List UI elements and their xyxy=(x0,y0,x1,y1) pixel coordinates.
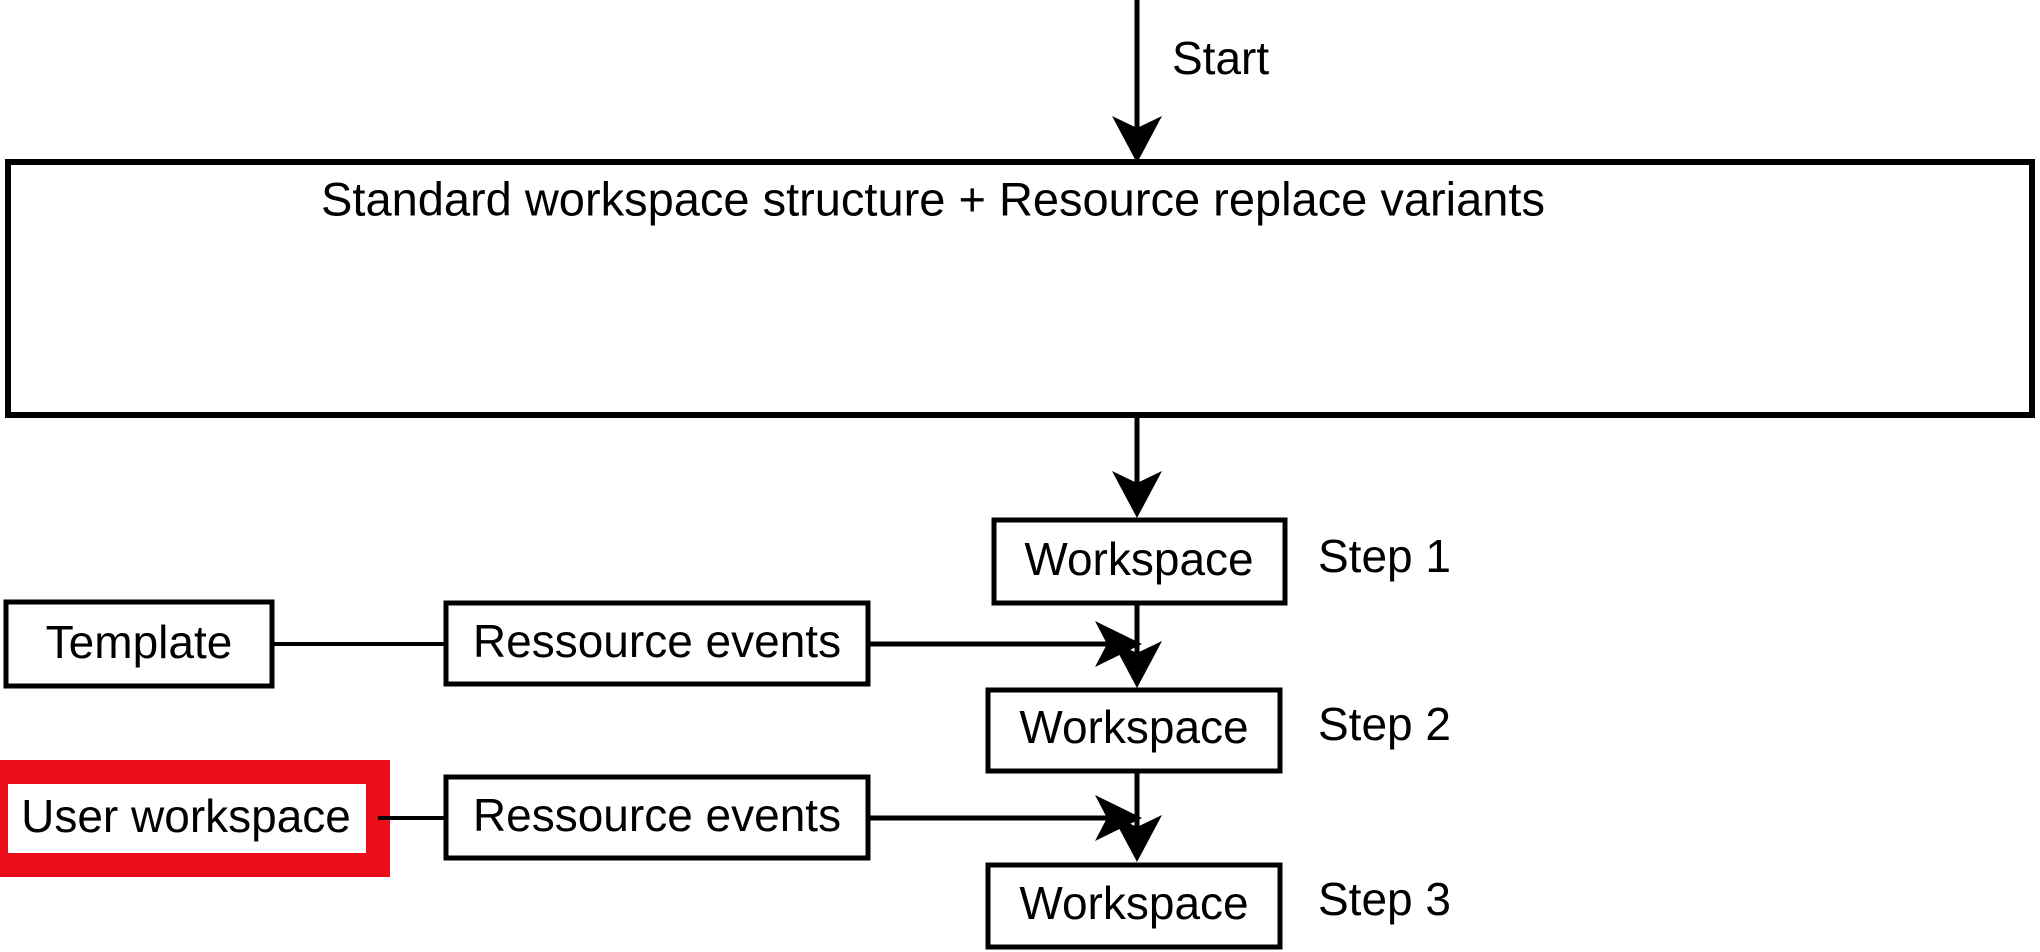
events-row-2-label: Ressource events xyxy=(473,789,841,841)
step1-to-step2-arrow xyxy=(1112,603,1162,688)
source-template-box[interactable] xyxy=(3,599,275,689)
start-arrow xyxy=(1112,0,1162,163)
step-2-box[interactable] xyxy=(985,687,1283,774)
step-3-node[interactable]: Workspace xyxy=(985,862,1283,950)
step-1-box-label: Workspace xyxy=(1024,533,1253,585)
container-to-step1-head xyxy=(1112,471,1162,518)
step2-to-step3-head xyxy=(1112,815,1162,862)
step-2-box-label: Workspace xyxy=(1019,701,1248,753)
events-row-1-node[interactable]: Ressource events xyxy=(443,600,871,687)
step-2-node[interactable]: Workspace xyxy=(985,687,1283,774)
source-user-workspace-label: User workspace xyxy=(21,790,351,842)
container-node[interactable]: Standard workspace structure + Resource … xyxy=(5,159,2035,418)
step-3-box[interactable] xyxy=(985,862,1283,950)
events-row-2-arrow-head xyxy=(1095,795,1142,841)
step-3-box-label: Workspace xyxy=(1019,877,1248,929)
step1-to-step2-head xyxy=(1112,641,1162,688)
events-row-2-node[interactable]: Ressource events xyxy=(443,774,871,861)
start-arrow-head xyxy=(1112,116,1162,163)
step2-to-step3-arrow xyxy=(1112,771,1162,862)
step-1-node[interactable]: Workspace xyxy=(991,517,1288,606)
source-user-workspace-node[interactable]: User workspace xyxy=(0,760,390,877)
source-template-node[interactable]: Template xyxy=(3,599,275,689)
source-template-label: Template xyxy=(46,616,233,668)
container-box[interactable] xyxy=(5,159,2035,418)
container-to-step1-arrow xyxy=(1112,415,1162,518)
source-user-workspace-box[interactable] xyxy=(0,760,390,877)
events-row-1-label: Ressource events xyxy=(473,615,841,667)
events-row-2-box[interactable] xyxy=(443,774,871,861)
events-row-1-arrow xyxy=(868,621,1142,667)
events-row-2-arrow xyxy=(868,795,1142,841)
container-label: Standard workspace structure + Resource … xyxy=(321,172,1545,225)
events-row-1-arrow-head xyxy=(1095,621,1142,667)
step-2-label: Step 2 xyxy=(1318,698,1451,750)
step-1-label: Step 1 xyxy=(1318,530,1451,582)
start-label: Start xyxy=(1172,32,1269,84)
step-3-label: Step 3 xyxy=(1318,873,1451,925)
